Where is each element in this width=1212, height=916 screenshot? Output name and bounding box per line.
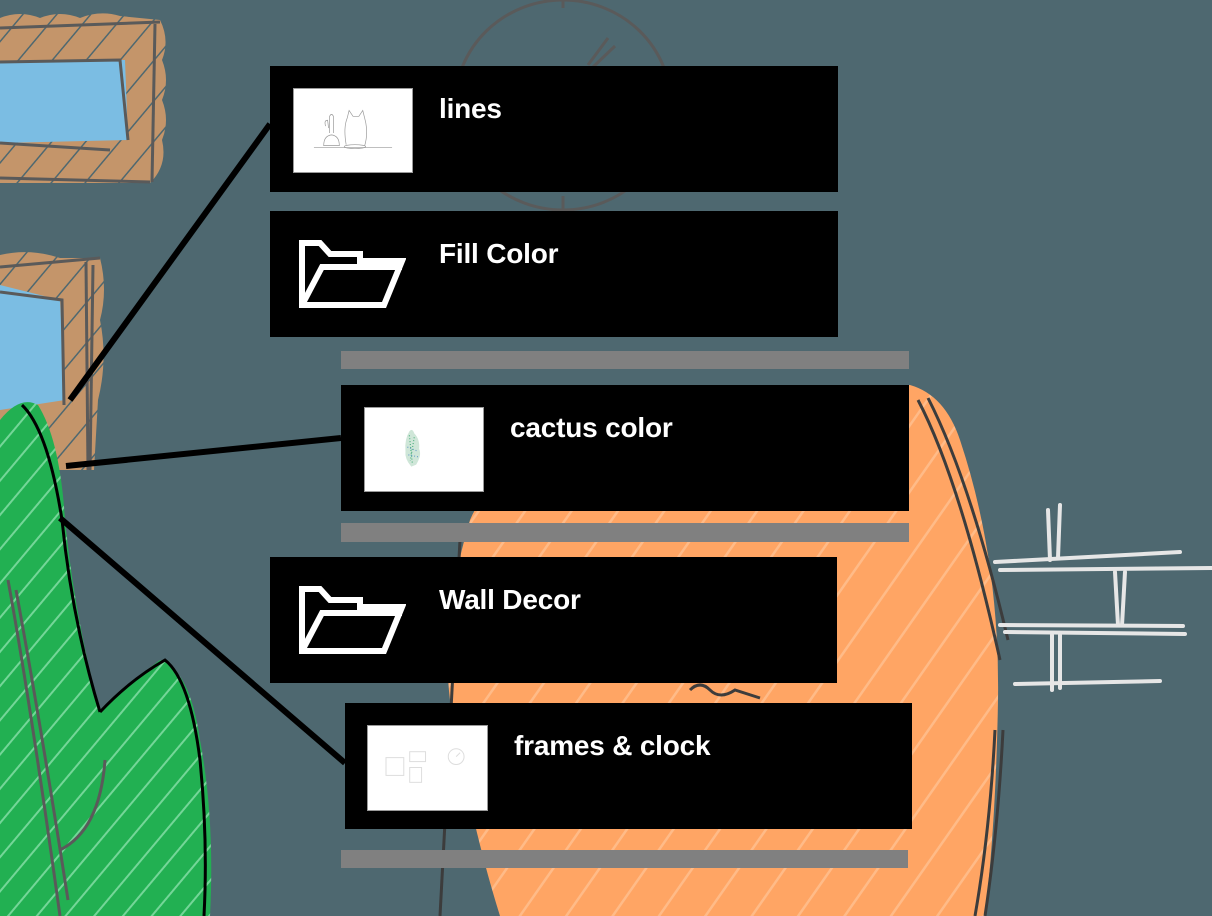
layer-thumbnail (364, 407, 484, 492)
layer-group-fill-color[interactable]: Fill Color (270, 211, 838, 337)
layer-name: cactus color (510, 412, 673, 443)
layer-thumbnail (293, 88, 413, 173)
layer-name: frames & clock (514, 730, 711, 761)
drop-indicator (341, 351, 909, 369)
brick-wall (993, 503, 1212, 692)
drop-indicator (341, 850, 908, 868)
cactus-cat-lineart-thumbnail (313, 109, 393, 149)
cactus (0, 402, 212, 916)
frames-clock-thumbnail (385, 748, 465, 783)
picture-frame-top (0, 13, 166, 184)
group-name: Wall Decor (439, 584, 581, 615)
leader-lines (58, 122, 347, 766)
cactus-fill-thumbnail (405, 429, 421, 467)
drop-indicator (341, 523, 909, 542)
layer-thumbnail (367, 725, 488, 811)
layer-group-wall-decor[interactable]: Wall Decor (270, 557, 837, 683)
layer-item-frames-clock[interactable]: frames & clock (345, 703, 912, 829)
layer-item-cactus-color[interactable]: cactus color (341, 385, 909, 511)
layer-item-lines[interactable]: lines (270, 66, 838, 192)
folder-open-icon (299, 240, 406, 308)
group-name: Fill Color (439, 238, 559, 269)
layer-name: lines (439, 93, 502, 124)
folder-open-icon (299, 586, 406, 654)
